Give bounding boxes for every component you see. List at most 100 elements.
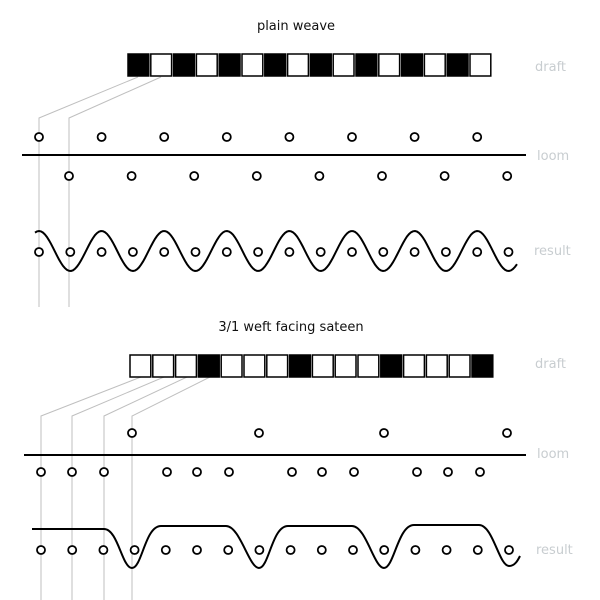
sateen-result-1 — [36, 545, 46, 555]
sateen-loom-up-3 — [379, 428, 389, 438]
plain-weave-draft-label: draft — [535, 60, 566, 75]
sateen-guide-line-1 — [40, 376, 142, 600]
sateen-weft-curve — [32, 524, 521, 570]
plain-weave-draft-cell-10 — [332, 53, 355, 77]
sateen-draft-label: draft — [535, 357, 566, 372]
sateen-result-5 — [160, 545, 171, 555]
plain-weave-result-2 — [65, 247, 76, 257]
plain-weave-loom-threads — [34, 132, 513, 181]
plain-weave-result-5 — [159, 247, 170, 257]
sateen-guide-line-3 — [103, 376, 188, 600]
plain-weave-loom-down-7 — [439, 171, 450, 181]
sateen-loom-down-7 — [287, 467, 297, 477]
sateen-result-15 — [472, 545, 483, 555]
sateen-draft-cell-2 — [152, 354, 175, 378]
sateen-draft-cell-9 — [311, 354, 334, 378]
sateen-loom-down-3 — [99, 467, 109, 477]
sateen-result-12 — [379, 545, 390, 555]
sateen-loom-down-4 — [162, 467, 172, 477]
plain-weave-result-3 — [96, 247, 107, 257]
plain-weave-result-1 — [34, 247, 44, 257]
plain-weave-loom-down-6 — [377, 171, 387, 181]
sateen-loom-down-9 — [349, 467, 359, 477]
plain-weave-draft — [127, 53, 492, 77]
plain-weave-draft-cell-11 — [355, 53, 378, 77]
sateen-result-10 — [316, 545, 327, 555]
plain-weave-result-16 — [503, 247, 514, 257]
sateen-loom-down-12 — [475, 467, 485, 477]
plain-weave-result-4 — [127, 247, 138, 257]
sateen-loom-up-4 — [502, 428, 512, 438]
sateen-loom-down-6 — [224, 467, 234, 477]
plain-weave-result-6 — [190, 247, 201, 257]
plain-weave-loom-label: loom — [537, 149, 569, 164]
plain-weave-loom-up-8 — [472, 132, 483, 142]
sateen-draft-cell-14 — [425, 354, 448, 378]
plain-weave-guide-line-1 — [38, 76, 139, 307]
sateen-result-14 — [441, 545, 452, 555]
sateen-draft-cell-11 — [357, 354, 380, 378]
plain-weave-guide-lines — [38, 76, 162, 307]
sateen-draft-cell-1 — [129, 354, 152, 378]
plain-weave-draft-cell-4 — [195, 53, 218, 77]
plain-weave-loom-up-6 — [347, 132, 357, 142]
sateen-guide-line-2 — [71, 376, 165, 600]
plain-weave-loom-up-2 — [96, 132, 107, 142]
plain-weave-result-10 — [315, 247, 326, 257]
sateen-result-4 — [129, 545, 140, 555]
sateen-result-label: result — [536, 543, 573, 558]
sateen-result-8 — [254, 545, 265, 555]
plain-weave-result-9 — [284, 247, 295, 257]
plain-weave-result-11 — [347, 247, 357, 257]
plain-weave-draft-cell-2 — [150, 53, 173, 77]
sateen-result-threads — [36, 545, 514, 555]
sateen-draft-cell-16 — [471, 354, 494, 378]
plain-weave-result-7 — [221, 247, 232, 257]
sateen-section: 3/1 weft facing sateen draft loom result — [24, 320, 573, 600]
sateen-loom-down-2 — [67, 467, 77, 477]
sateen-loom-up-1 — [127, 428, 137, 438]
plain-weave-draft-cell-7 — [264, 53, 287, 77]
sateen-draft-cell-7 — [266, 354, 289, 378]
plain-weave-loom-up-1 — [34, 132, 44, 142]
plain-weave-draft-cell-5 — [218, 53, 241, 77]
sateen-draft-cell-15 — [448, 354, 471, 378]
plain-weave-result-12 — [378, 247, 389, 257]
sateen-result-2 — [67, 545, 78, 555]
plain-weave-draft-cell-13 — [400, 53, 424, 77]
sateen-loom-down-10 — [412, 467, 422, 477]
plain-weave-guide-line-2 — [68, 76, 162, 307]
plain-weave-result-15 — [472, 247, 483, 257]
plain-weave-loom-down-5 — [314, 171, 325, 181]
sateen-loom-down-5 — [192, 467, 202, 477]
plain-weave-result-threads — [34, 247, 514, 257]
sateen-draft-cell-10 — [334, 354, 357, 378]
plain-weave-loom-up-4 — [221, 132, 232, 142]
sateen-loom-label: loom — [537, 447, 569, 462]
sateen-result-13 — [410, 545, 421, 555]
plain-weave-draft-cell-12 — [378, 53, 401, 77]
plain-weave-loom-down-1 — [64, 171, 74, 181]
plain-weave-loom-down-4 — [251, 171, 262, 181]
plain-weave-draft-cell-3 — [172, 53, 196, 77]
plain-weave-weft-curve — [34, 229, 518, 273]
plain-weave-result-label: result — [534, 244, 571, 259]
sateen-draft-cell-3 — [174, 354, 198, 378]
plain-weave-section: plain weave draft loom result — [22, 19, 571, 307]
sateen-loom-down-11 — [443, 467, 453, 477]
plain-weave-draft-cell-16 — [469, 53, 492, 77]
sateen-guide-lines — [40, 376, 211, 600]
sateen-result-11 — [348, 545, 358, 555]
sateen-draft-cell-4 — [197, 354, 220, 378]
sateen-loom-down-8 — [317, 467, 327, 477]
plain-weave-loom-up-5 — [284, 132, 295, 142]
sateen-draft — [129, 354, 494, 378]
sateen-loom-down-1 — [36, 467, 46, 477]
plain-weave-loom-down-3 — [189, 171, 200, 181]
plain-weave-draft-cell-14 — [423, 53, 446, 77]
sateen-result-3 — [98, 545, 109, 555]
plain-weave-loom-up-7 — [409, 132, 420, 142]
sateen-title: 3/1 weft facing sateen — [218, 320, 363, 335]
plain-weave-loom-down-8 — [502, 171, 513, 181]
